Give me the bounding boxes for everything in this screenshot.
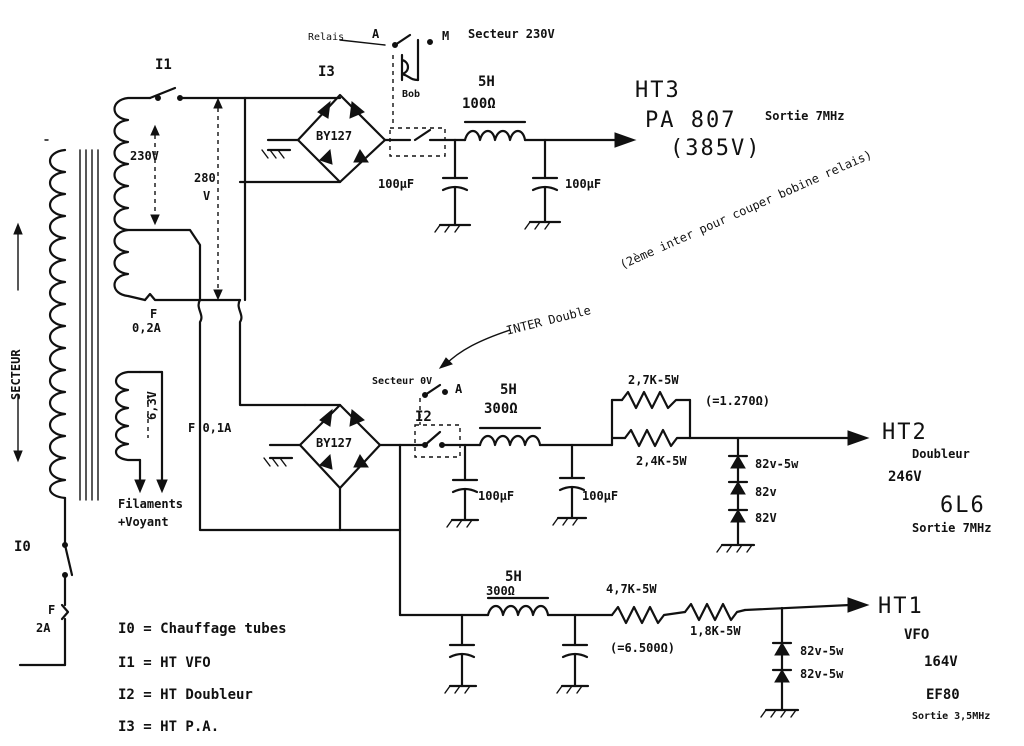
label-385v: (385V) (670, 136, 762, 161)
secteur-arrows (13, 222, 23, 463)
filament-winding (114, 370, 168, 494)
secondary-ht-winding (113, 86, 247, 302)
label-switch-a-top: A (372, 27, 380, 41)
label-sortie-7mhz-mid: Sortie 7MHz (912, 521, 992, 535)
label-choke-mid-r: 300Ω (484, 401, 518, 417)
label-choke-bot-r: 300Ω (486, 584, 515, 598)
legend-line: I2 = HT Doubleur (118, 687, 253, 703)
label-filaments: Filaments (118, 497, 184, 511)
label-switch-a-mid: A (455, 382, 463, 396)
label-voyant: +Voyant (118, 515, 169, 529)
label-ht3: HT3 (635, 78, 681, 103)
caps-top (434, 138, 562, 233)
inter-double-arrow (438, 329, 511, 369)
switch-i2 (398, 383, 482, 458)
label-choke-top-r: 100Ω (462, 96, 496, 112)
label-bob: Bob (402, 89, 421, 100)
label-246v: 246V (888, 469, 922, 485)
label-ht1: HT1 (878, 594, 924, 619)
label-cap-top-1: 100µF (378, 177, 415, 191)
label-choke-top-h: 5H (478, 74, 495, 90)
zeners-mid (716, 436, 756, 553)
label-fuse-02: F (150, 307, 158, 321)
label-r-equiv-mid: (=1.270Ω) (705, 394, 771, 408)
label-z82-b: 82V (755, 511, 777, 525)
label-z82-5w-a: 82v-5w (800, 644, 844, 658)
label-cap-mid-1: 100µF (478, 489, 515, 503)
label-relais: Relais (308, 32, 345, 43)
primary-winding (44, 139, 67, 500)
label-280-unit: V (203, 189, 211, 203)
label-switch-m-top: M (442, 29, 450, 43)
label-bridge-top: BY127 (316, 129, 353, 143)
label-i0: I0 (14, 539, 31, 555)
label-cap-mid-2: 100µF (582, 489, 619, 503)
label-secteur-230v: Secteur 230V (468, 27, 555, 41)
bridge-top (238, 93, 412, 184)
label-r27k: 2,7K-5W (628, 373, 679, 387)
label-63v: 6,3V (145, 391, 159, 420)
label-z82-a: 82v (755, 485, 777, 499)
label-r18k: 1,8K-5W (690, 624, 741, 638)
label-fuse-2a-val: 2A (36, 621, 51, 635)
label-choke-bot-h: 5H (505, 569, 522, 585)
caps-bottom (444, 613, 590, 694)
primary-circuit (18, 496, 74, 667)
label-cap-top-2: 100µF (565, 177, 602, 191)
resistors-mid (610, 390, 870, 448)
caps-mid (446, 443, 588, 528)
label-vfo: VFO (904, 627, 930, 643)
bridge-mid (263, 403, 402, 532)
relay-switch (339, 33, 457, 157)
label-r24k: 2,4K-5W (636, 454, 687, 468)
label-ht2: HT2 (882, 420, 928, 445)
label-pa807: PA 807 (645, 108, 737, 133)
label-choke-mid-h: 5H (500, 382, 517, 398)
label-secteur-0v: Secteur 0V (372, 376, 433, 387)
branch-bottom (398, 443, 870, 625)
label-r-equiv-bot: (=6.500Ω) (610, 641, 676, 655)
legend-line: I1 = HT VFO (118, 655, 211, 671)
label-fuse-02-val: 0,2A (132, 321, 161, 335)
label-doubleur: Doubleur (912, 447, 970, 461)
zeners-bottom (760, 606, 800, 718)
label-ef80: EF80 (926, 687, 960, 703)
label-z82-5w-b: 82v-5w (800, 667, 844, 681)
choke-top (453, 120, 637, 148)
legend-line: I3 = HT P.A. (118, 719, 220, 735)
label-z82-5w: 82v-5w (755, 457, 799, 471)
label-164v: 164V (924, 654, 958, 670)
label-sortie-7mhz-top: Sortie 7MHz (765, 109, 845, 123)
label-230v: 230V (130, 149, 159, 163)
label-fuse-01: F 0,1A (188, 421, 232, 435)
label-sortie-35mhz: Sortie 3,5MHz (912, 711, 991, 722)
fuse-02a (143, 96, 402, 532)
choke-mid (478, 426, 614, 447)
transformer-core (79, 149, 99, 501)
legend-line: I0 = Chauffage tubes (118, 621, 287, 637)
label-6l6: 6L6 (940, 493, 986, 518)
label-i1: I1 (155, 57, 172, 73)
label-i3: I3 (318, 64, 335, 80)
label-280: 280 (194, 171, 216, 185)
label-r47k: 4,7K-5W (606, 582, 657, 596)
label-bridge-mid: BY127 (316, 436, 353, 450)
label-fuse-2a: F (48, 603, 56, 617)
label-secteur-vertical: SECTEUR (9, 349, 23, 400)
label-i2: I2 (415, 409, 432, 425)
